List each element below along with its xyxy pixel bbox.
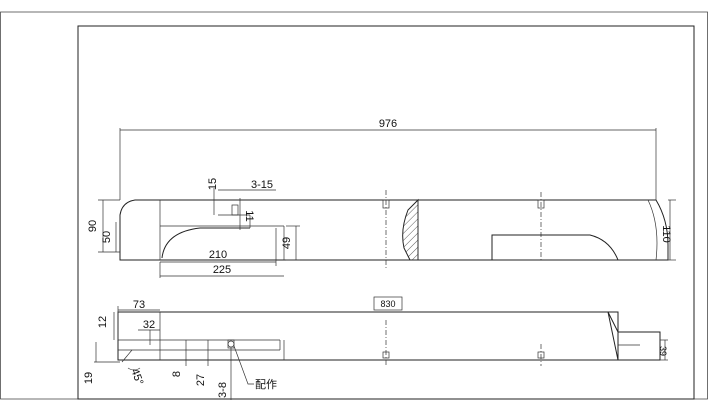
dim-8-label: 8 <box>171 371 183 377</box>
dim-976-label: 976 <box>379 118 397 130</box>
note-leader <box>233 345 254 385</box>
dim-27-label: 27 <box>195 374 207 386</box>
dim-110-label: 110 <box>660 225 672 243</box>
dim-11-label: 11 <box>243 210 255 221</box>
dim-32-label: 32 <box>143 319 155 331</box>
dim-15-label: 15 <box>207 178 219 190</box>
top-view-peg <box>231 204 239 216</box>
top-view-hatched-section <box>402 198 419 261</box>
dim-50-label: 50 <box>101 231 113 243</box>
dim-3-8-label: 3-8 <box>217 382 229 398</box>
dim-49-label: 49 <box>281 237 293 249</box>
side-view-body <box>117 311 619 361</box>
dim-225-label: 225 <box>213 264 231 276</box>
dim-73-label: 73 <box>133 299 145 311</box>
top-view-slot-curve <box>161 227 250 259</box>
top-view-body-outline <box>119 199 669 261</box>
top-view: 976 15 3-15 11 90 50 210 225 49 110 <box>87 118 676 278</box>
sheet-border-outer <box>0 11 708 400</box>
dim-3-15-label: 3-15 <box>251 179 273 191</box>
side-view: 830 73 32 12 19 45° 8 27 3-8 配作 <box>83 296 668 400</box>
sheet-border-inner <box>77 25 695 400</box>
note-peizuo-label: 配作 <box>255 378 277 391</box>
dim-90-label: 90 <box>87 220 99 232</box>
dim-210-label: 210 <box>209 249 227 261</box>
dim-45-angle-label: 45° <box>128 367 145 387</box>
dim-19-label: 19 <box>83 372 95 384</box>
dim-830-label: 830 <box>380 299 395 309</box>
top-view-right-cutout <box>491 234 619 261</box>
dim-12-label: 12 <box>97 316 109 328</box>
dim-830-box <box>373 296 403 311</box>
dim-39-label: 39 <box>658 346 668 356</box>
